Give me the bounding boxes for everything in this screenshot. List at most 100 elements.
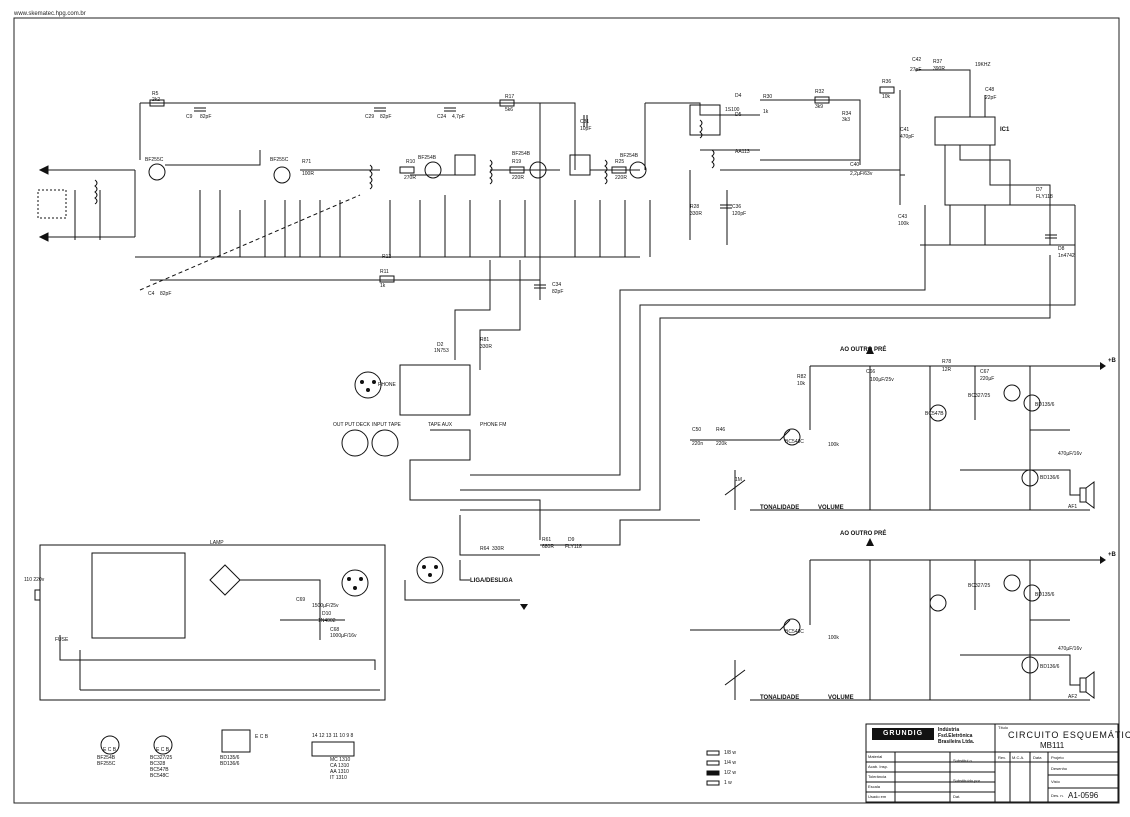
audio-amp-2 (690, 559, 1100, 701)
pkg2-part-4: BC548C (150, 773, 169, 779)
label-plus-b-1: +B (1108, 358, 1116, 364)
if-coils (369, 104, 721, 190)
val-t3: BF254B (418, 155, 437, 161)
val-c68: 1000µF/16v (330, 633, 357, 639)
audio-amp-1 (690, 365, 1100, 511)
rf-transistors (148, 161, 647, 184)
val-p16: 1M (735, 477, 742, 483)
ref-r34: R34 (842, 111, 852, 117)
col-dat: Dat. (953, 794, 961, 799)
val-p8: 100k (828, 442, 839, 448)
legend-marks (706, 750, 720, 786)
val-c66: 100µF/25v (870, 377, 894, 383)
val-r52: 10k (797, 381, 806, 387)
val-c48: 22pF (985, 95, 997, 101)
pkg1-pins: E C B (103, 747, 117, 753)
ref-d2: D2 (437, 342, 444, 348)
ref-c36: C36 (732, 204, 742, 210)
ref-d7: D7 (1036, 187, 1043, 193)
row-desenho: Desenho (1051, 766, 1068, 771)
label-voltage: 110 220v (24, 577, 45, 583)
pkg4-part-1: MC 1310 (330, 757, 351, 763)
val-d8: 1n4742 (1058, 253, 1075, 259)
val-r78: 12R (942, 367, 952, 373)
legend-1-4w: 1/4 w (724, 760, 736, 766)
ref-d8: D8 (1058, 246, 1065, 252)
ref-d4: D4 (735, 93, 742, 99)
val-d9: FLY118 (565, 544, 582, 550)
label-output-deck: OUT PUT DECK (333, 422, 371, 428)
ref-r61: R61 (542, 537, 552, 543)
col-projeto: Projeto (1051, 755, 1064, 760)
val-r5: 2k2 (152, 97, 161, 103)
val-r30: 1k (763, 109, 769, 115)
ref-r11: R11 (380, 269, 389, 275)
val-c41: 470pF (900, 134, 915, 140)
val-p7: 100k (828, 635, 839, 641)
field-escala: Escala (868, 784, 881, 789)
label-ic1: IC1 (1000, 127, 1010, 133)
source-url[interactable]: www.skematec.hpg.com.br (14, 11, 86, 17)
val-r10: 270R (404, 175, 416, 181)
val-r81: 330R (480, 344, 492, 350)
pkg4-part-2: CA 1310 (330, 763, 350, 769)
title-block-grid (865, 723, 1119, 803)
ref-d5: D5 (735, 112, 742, 118)
gang-tuning-line (139, 194, 361, 291)
val-c34: 82pF (552, 289, 564, 295)
val-c4: 82pF (160, 291, 172, 297)
company-line-1: Indústria (938, 727, 960, 733)
val-c65: 470µF/16v (1058, 646, 1082, 652)
pkg3-pins: E C B (255, 734, 269, 740)
val-r71: 100R (302, 171, 314, 177)
antenna-input (37, 165, 98, 242)
val-r28: 330R (690, 211, 702, 217)
val-tr6: BC548C (785, 439, 804, 445)
ref-c34: C34 (552, 282, 562, 288)
ref-r64: R64 (480, 546, 490, 552)
label-tonalidade-1: TONALIDADE (760, 505, 800, 511)
ref-r12: R12 (382, 254, 392, 260)
field-usado-em: Usado em (868, 794, 887, 799)
pkg3-part-1: BD135/6 (220, 755, 240, 761)
col-rev: Rev. (998, 755, 1006, 760)
legend-1-2w: 1/2 w (724, 770, 736, 776)
val-c43: 100k (898, 221, 909, 227)
label-tape-aux: TAPE AUX (428, 422, 453, 428)
ref-r46: R46 (716, 427, 726, 433)
col-mca: M.C.A. (1012, 755, 1025, 760)
label-phone-fm: PHONE FM (480, 422, 507, 428)
ref-d9: D9 (568, 537, 575, 543)
label-af2: AF2 (1068, 694, 1078, 700)
ref-r71: R71 (302, 159, 312, 165)
ref-c66: C66 (866, 369, 876, 375)
drawing-number: A1-0596 (1068, 791, 1099, 800)
label-tonalidade-2: TONALIDADE (760, 695, 800, 701)
ref-c68: C68 (330, 627, 340, 633)
ref-r30: R30 (763, 94, 773, 100)
label-volume-1: VOLUME (818, 505, 844, 511)
val-c64: 470µF/16v (1058, 451, 1082, 457)
ref-r78: R78 (942, 359, 952, 365)
ref-r28: R28 (690, 204, 700, 210)
label-input-tape: INPUT TAPE (372, 422, 401, 428)
pkg2-part-3: BC547B (150, 767, 169, 773)
val-tr8: BC547B (925, 411, 944, 417)
ref-r52: R82 (797, 374, 807, 380)
val-t1: BF255C (145, 157, 164, 163)
rf-if-wiring (40, 69, 1076, 300)
pkg2-part-2: BC328 (150, 761, 166, 767)
val-c9: 82pF (200, 114, 212, 120)
label-phone: PHONE (378, 382, 396, 388)
val-r37: 390R (933, 66, 945, 72)
ref-c42: C42 (912, 57, 922, 63)
transistor-t5 (629, 161, 647, 179)
val-c40: 2,2µF/63v (850, 171, 873, 177)
val-tr9: BC327/25 (968, 583, 991, 589)
pkg4-pins: 14 12 13 11 10 9 8 (312, 733, 354, 739)
ref-c9: C9 (186, 114, 193, 120)
val-d10: 1N4002 (318, 618, 336, 624)
row-visto: Visto (1051, 779, 1060, 784)
legend-1-8w: 1/8 w (724, 750, 736, 756)
